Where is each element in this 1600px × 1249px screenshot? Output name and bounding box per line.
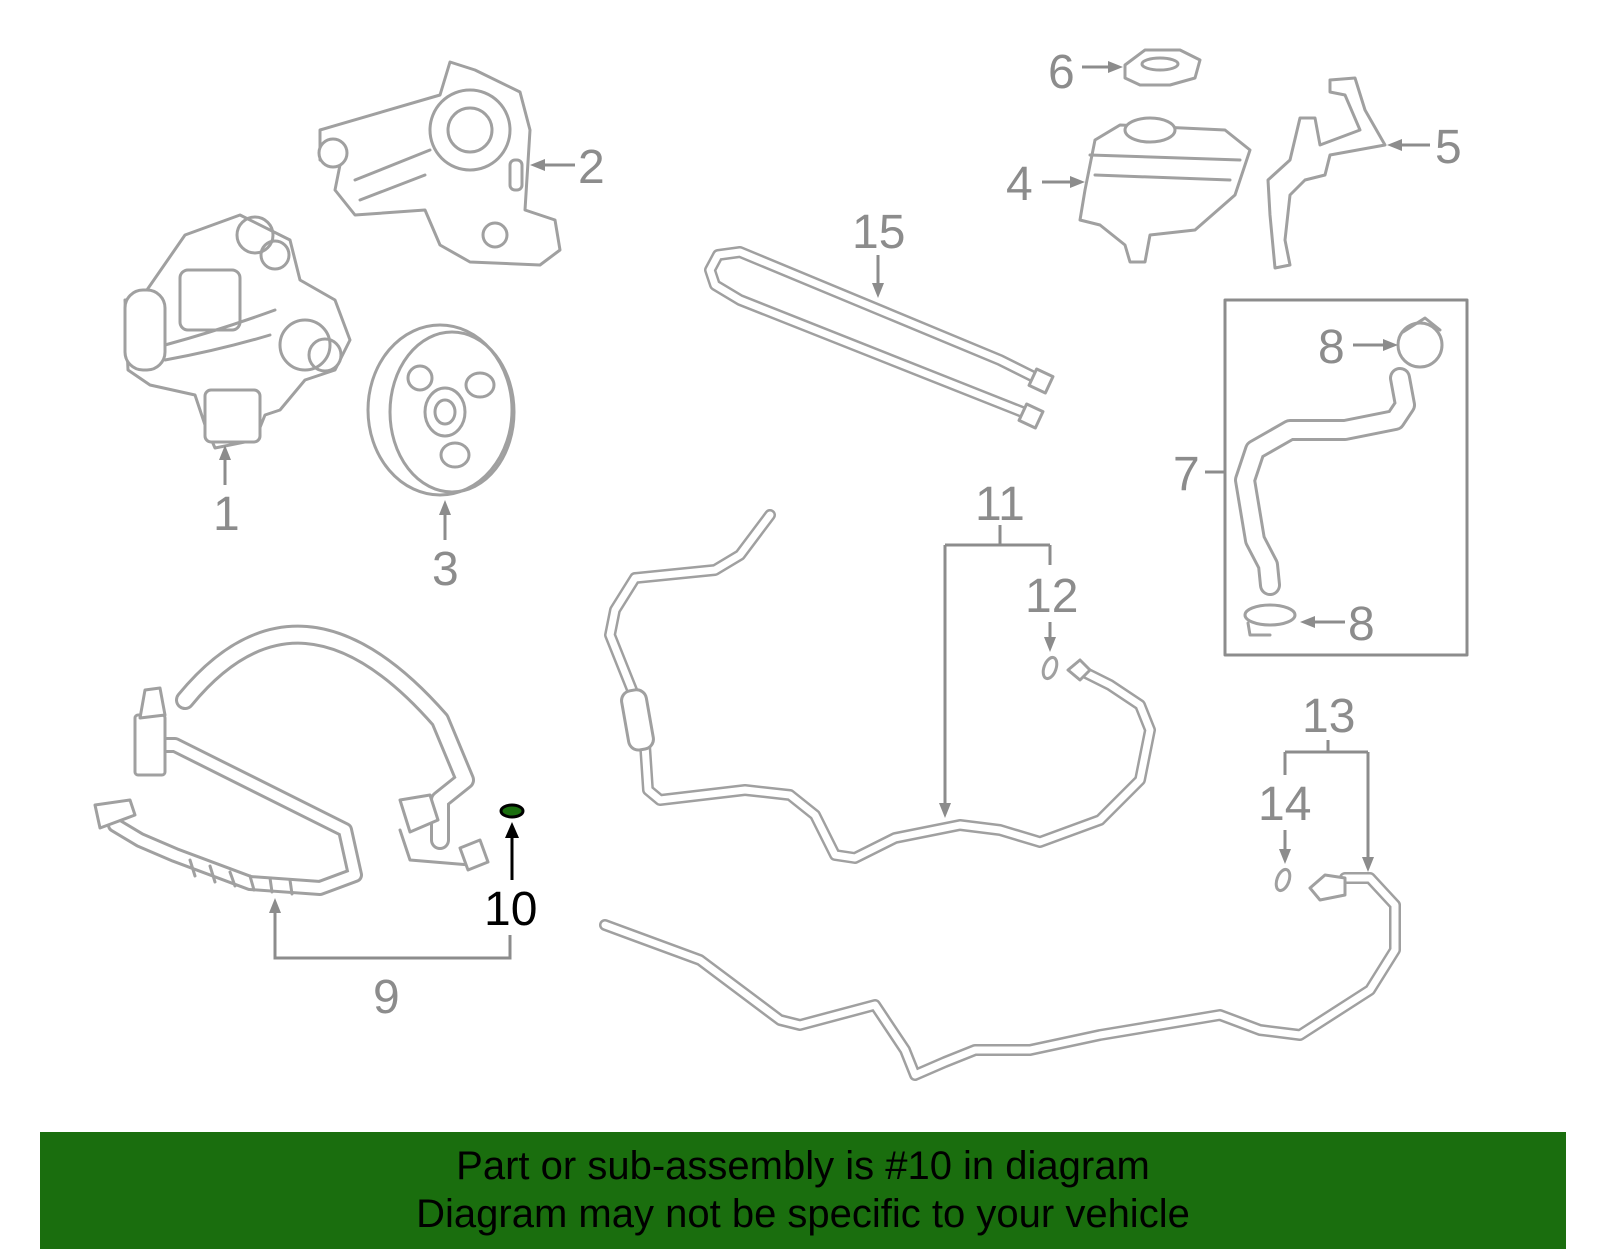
part-9-hose-assembly[interactable]: [93, 624, 490, 896]
callout-11: 11: [975, 478, 1025, 531]
callout-12: 12: [1025, 570, 1078, 623]
part-10-o-ring[interactable]: [499, 803, 525, 819]
part-15-cooler-line[interactable]: [704, 246, 1055, 430]
info-banner: Part or sub-assembly is #10 in diagram D…: [40, 1132, 1566, 1249]
part-5-bracket[interactable]: [1266, 76, 1387, 270]
part-11-return-line[interactable]: [604, 509, 1156, 864]
parts-diagram: 1 2 3 4 5 6 7 8 8 9 10 11 12 13 14: [93, 46, 1469, 1081]
part-12-o-ring[interactable]: [1041, 655, 1060, 681]
part-1-pump[interactable]: [123, 213, 352, 450]
callout-13: 13: [1302, 690, 1355, 743]
callout-1: 1: [213, 488, 240, 541]
callout-6: 6: [1048, 46, 1075, 99]
callout-7: 7: [1173, 448, 1200, 501]
callout-15: 15: [852, 206, 905, 259]
callout-2: 2: [578, 141, 605, 194]
part-3-pulley[interactable]: [366, 323, 516, 497]
callout-9: 9: [373, 971, 400, 1024]
part-14-o-ring[interactable]: [1274, 867, 1293, 893]
callout-8-bottom: 8: [1348, 598, 1375, 651]
callout-3: 3: [432, 543, 459, 596]
part-13-pressure-line[interactable]: [599, 872, 1401, 1081]
part-2-bracket[interactable]: [317, 60, 562, 267]
callout-5: 5: [1435, 121, 1462, 174]
callout-10: 10: [484, 883, 537, 936]
part-6-cap[interactable]: [1123, 48, 1202, 87]
callout-8-top: 8: [1318, 321, 1345, 374]
part-7-hose-box[interactable]: [1223, 298, 1469, 657]
part-4-reservoir[interactable]: [1078, 116, 1252, 264]
banner-line-2: Diagram may not be specific to your vehi…: [416, 1192, 1190, 1236]
banner-line-1: Part or sub-assembly is #10 in diagram: [456, 1144, 1150, 1188]
callout-4: 4: [1006, 158, 1033, 211]
callout-14: 14: [1258, 778, 1311, 831]
